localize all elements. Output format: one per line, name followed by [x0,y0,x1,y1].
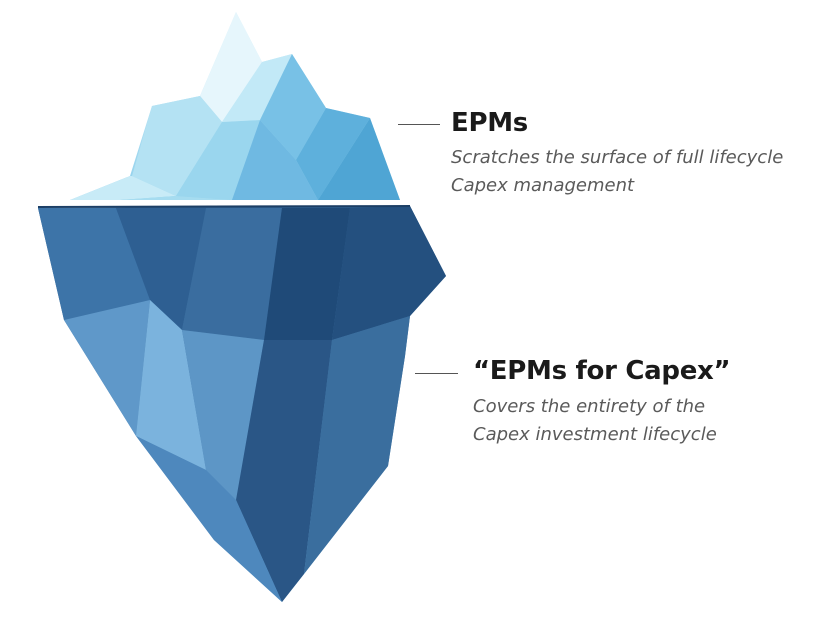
leader-line [415,373,458,374]
description-line: Capex investment lifecycle [473,424,717,445]
iceberg-tip [70,12,400,200]
leader-line [398,124,440,125]
iceberg-underwater [37,205,446,602]
callout-description-epms: Scratches the surface of full lifecycle … [451,144,783,200]
callout-title-epms: EPMs [451,108,528,138]
callout-description-epms-for-capex: Covers the entirety of the Capex investm… [473,393,717,449]
callout-title-epms-for-capex: “EPMs for Capex” [473,356,731,386]
description-line: Scratches the surface of full lifecycle [451,147,784,168]
description-line: Covers the entirety of the [473,396,706,417]
description-line: Capex management [451,175,635,196]
